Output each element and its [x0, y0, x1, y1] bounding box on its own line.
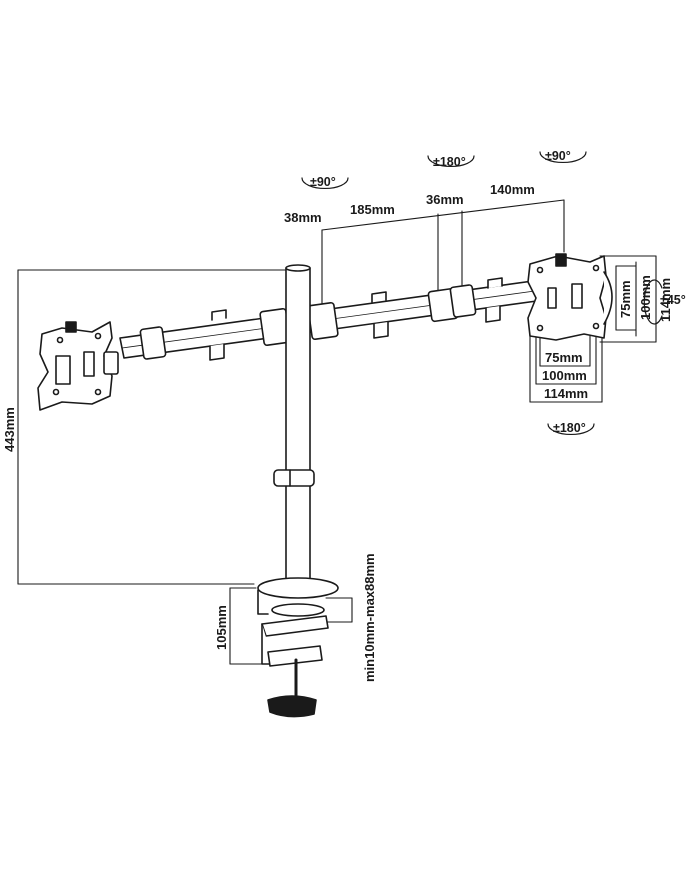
left-head-joint [103, 351, 119, 375]
right-vesa-plate [527, 253, 613, 341]
vesa-v3-label: 114mm [658, 278, 673, 322]
joint-offset-label: 36mm [426, 192, 464, 207]
head-arm-label: 140mm [490, 182, 535, 197]
pole-tube [285, 267, 311, 591]
desk-pad [271, 603, 325, 617]
tilt-arrow [643, 279, 663, 325]
dimension-lines [17, 199, 657, 665]
left-elbow [139, 326, 167, 360]
clamp-plate [267, 645, 323, 667]
middle-swivel-label: ±180° [433, 155, 466, 169]
clamp-top-jaw [257, 589, 269, 615]
clamp-bottom-jaw [261, 615, 329, 637]
clamp-height-label: 105mm [214, 605, 229, 650]
vesa-h3-label: 114mm [544, 386, 588, 401]
pole-joint-right [307, 301, 339, 341]
right-plate-profile [603, 271, 613, 325]
pole-offset-label: 38mm [284, 210, 322, 225]
left-vesa-plate [37, 321, 119, 411]
cable-clip-1 [209, 343, 225, 361]
right-plate-slot [571, 283, 583, 309]
right-plate-hole-4 [592, 322, 600, 330]
vesa-h1-label: 75mm [545, 350, 583, 365]
left-plate-hole-3 [52, 388, 60, 396]
middle-swivel-arrow [427, 155, 475, 168]
height-collar [273, 469, 315, 487]
base-plate [257, 577, 339, 599]
left-plate-hole-1 [56, 336, 64, 344]
vesa-v1-label: 75mm [618, 280, 633, 318]
right-plate-hole-3 [536, 324, 544, 332]
pole [273, 264, 315, 591]
right-plate-hole-2 [592, 264, 600, 272]
right-plate-outline [527, 255, 607, 341]
rotation-arrows [301, 151, 663, 436]
top-dimension-line [321, 199, 565, 231]
left-plate-hole-4 [94, 388, 102, 396]
right-rotation-label: ±180° [553, 421, 586, 435]
clamp [257, 577, 339, 718]
right-tilt-knob [555, 253, 567, 267]
left-tilt-knob [65, 321, 77, 333]
right-plate-slot-2 [547, 287, 557, 309]
right-plate-hole-1 [536, 266, 544, 274]
tilt-label: ±45° [660, 293, 686, 307]
cable-clip-2 [211, 309, 227, 321]
height-label: 443mm [2, 407, 17, 452]
arm-segment-label: 185mm [350, 202, 395, 217]
right-rotation-arrow [547, 423, 595, 436]
labels: ±90° ±180° ±90° ±180° ±45° 38mm 185mm 36… [2, 149, 686, 682]
cable-clip-4 [371, 291, 387, 303]
clamp-range-label: min10mm-max88mm [362, 553, 377, 682]
right-head-swivel-label: ±90° [545, 149, 571, 163]
cable-clip-3 [373, 321, 389, 339]
left-swivel-arrow [301, 177, 349, 190]
cable-clip-5 [485, 305, 501, 323]
vesa-h2-label: 100mm [542, 368, 587, 383]
cable-clip-6 [487, 277, 503, 289]
left-plate-hole-2 [94, 332, 102, 340]
left-plate-outline [37, 321, 113, 411]
pole-cap [285, 264, 311, 272]
arm [119, 277, 545, 361]
right-elbow-right [449, 284, 477, 318]
left-plate-slot-2 [83, 351, 95, 377]
left-head-swivel-label: ±90° [310, 175, 336, 189]
right-swivel-arrow [539, 151, 587, 164]
left-plate-slot [55, 355, 71, 385]
vesa-v2-label: 100mm [638, 275, 653, 320]
clamp-knob [267, 695, 317, 718]
